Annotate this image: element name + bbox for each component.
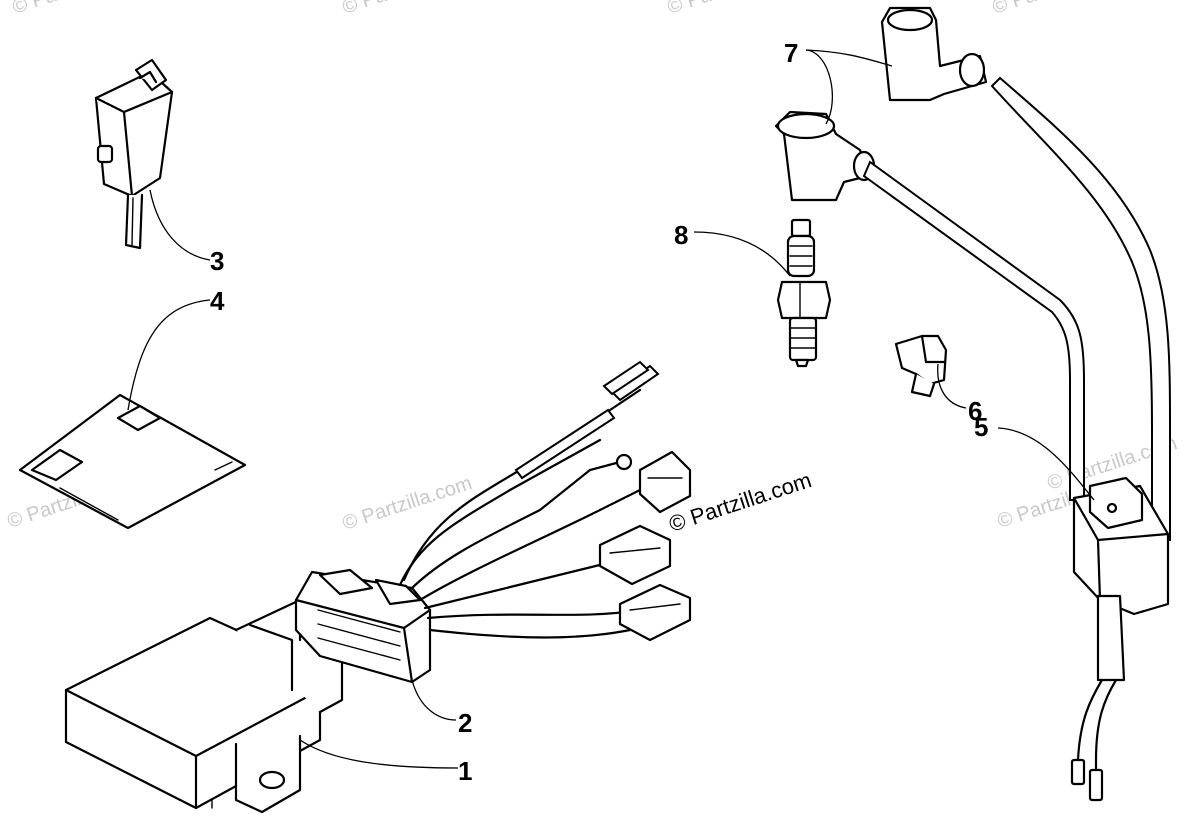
leader-5 [997, 427, 1095, 501]
part-4-decal-sheet [18, 393, 247, 530]
watermark-faint-6: © Partzilla.com [10, 0, 145, 19]
leader-lines [127, 49, 1095, 769]
leader-7b [805, 49, 833, 125]
part-5-ignition-coil [862, 76, 1171, 802]
leader-8 [693, 231, 791, 277]
leader-4 [127, 299, 211, 411]
part-3-module [94, 58, 174, 250]
callout-5: 5 [974, 412, 988, 442]
callout-1: 1 [458, 756, 472, 786]
callout-2: 2 [458, 708, 472, 738]
watermark-faint-7: © Partzilla.com [340, 0, 475, 19]
watermark-faint-8: © Partzilla.com [665, 0, 800, 19]
part-2-wiring-harness [294, 360, 692, 684]
leader-6 [937, 363, 967, 409]
callout-6: 6 [968, 396, 982, 426]
leader-2 [411, 679, 457, 721]
callout-3: 3 [210, 246, 224, 276]
part-7-spark-plug-caps [774, 6, 988, 202]
leader-3 [149, 189, 211, 261]
watermark-faint-9: © Partzilla.com [990, 0, 1125, 19]
leader-7a [805, 49, 893, 67]
leader-1 [299, 739, 459, 769]
part-6-clip [894, 334, 948, 398]
callout-7: 7 [784, 38, 798, 68]
callout-4: 4 [210, 286, 225, 316]
callout-8: 8 [674, 220, 688, 250]
part-8-spark-plug [776, 218, 832, 368]
callout-labels: 1 2 3 4 5 6 7 8 [210, 38, 988, 786]
